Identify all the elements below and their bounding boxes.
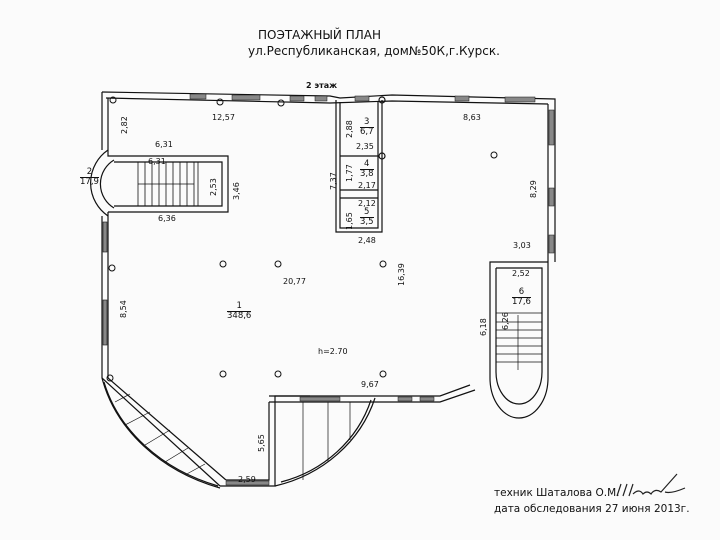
room-area: 6,7 bbox=[360, 126, 374, 137]
dim-8-63: 8,63 bbox=[463, 113, 481, 122]
dim-2-52: 2,52 bbox=[512, 269, 530, 278]
room-1-label: 1 348,6 bbox=[227, 302, 252, 321]
dim-2-53: 2,53 bbox=[209, 178, 218, 196]
room-area: 348,6 bbox=[227, 310, 252, 321]
dim-2-48: 2,48 bbox=[358, 236, 376, 245]
dim-1-77: 1,77 bbox=[345, 164, 354, 182]
dim-6-26: 6,26 bbox=[501, 312, 510, 330]
survey-date-line: дата обследования 27 июня 2013г. bbox=[494, 503, 690, 515]
ceiling-height: h=2.70 bbox=[318, 347, 348, 356]
room-area: 3,5 bbox=[360, 216, 374, 227]
dim-3-03: 3,03 bbox=[513, 241, 531, 250]
plan-address: ул.Республиканская, дом№50К,г.Курск. bbox=[248, 44, 500, 58]
dim-7-37: 7,37 bbox=[329, 172, 338, 190]
dim-6-31-inner: 6,31 bbox=[148, 157, 166, 166]
dim-12-57: 12,57 bbox=[212, 113, 235, 122]
room-5-label: 5 3,5 bbox=[360, 208, 374, 227]
room-area: 3,8 bbox=[360, 168, 374, 179]
dim-8-29: 8,29 bbox=[529, 180, 538, 198]
dim-1-65: 1,65 bbox=[345, 212, 354, 230]
dim-6-36: 6,36 bbox=[158, 214, 176, 223]
room-area: 17,9 bbox=[80, 176, 99, 187]
room-number: 2 bbox=[80, 168, 99, 178]
room-number: 6 bbox=[512, 288, 531, 298]
dim-6-31-top: 6,31 bbox=[155, 140, 173, 149]
dim-2-82: 2,82 bbox=[120, 116, 129, 134]
room-number: 3 bbox=[360, 118, 374, 128]
dim-20-77: 20,77 bbox=[283, 277, 306, 286]
room-2-label: 2 17,9 bbox=[80, 168, 99, 187]
room-6-label: 6 17,6 bbox=[512, 288, 531, 307]
technician-line: техник Шаталова О.М. bbox=[494, 487, 620, 499]
dim-2-12: 2,12 bbox=[358, 199, 376, 208]
dim-6-18: 6,18 bbox=[479, 318, 488, 336]
dim-5-65: 5,65 bbox=[257, 434, 266, 452]
dim-2-35: 2,35 bbox=[356, 142, 374, 151]
dim-9-67: 9,67 bbox=[361, 380, 379, 389]
dim-2-17: 2,17 bbox=[358, 181, 376, 190]
room-3-label: 3 6,7 bbox=[360, 118, 374, 137]
room-number: 1 bbox=[227, 302, 252, 312]
dim-3-46: 3,46 bbox=[232, 182, 241, 200]
room-number: 4 bbox=[360, 160, 374, 170]
dim-16-39: 16,39 bbox=[397, 263, 406, 286]
dim-8-54: 8,54 bbox=[119, 300, 128, 318]
plan-title: ПОЭТАЖНЫЙ ПЛАН bbox=[258, 28, 381, 42]
dim-2-59: 2,59 bbox=[238, 475, 256, 484]
floor-label: 2 этаж bbox=[306, 81, 338, 90]
room-4-label: 4 3,8 bbox=[360, 160, 374, 179]
dim-2-88: 2,88 bbox=[345, 120, 354, 138]
signature-icon bbox=[616, 473, 686, 497]
room-area: 17,6 bbox=[512, 296, 531, 307]
room-number: 5 bbox=[360, 208, 374, 218]
